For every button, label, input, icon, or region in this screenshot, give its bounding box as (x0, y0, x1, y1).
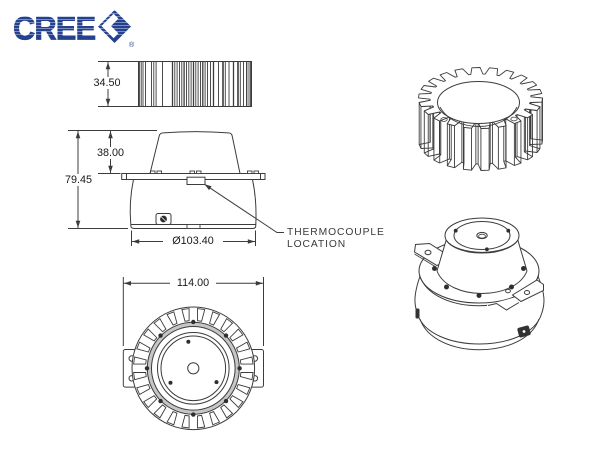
dim-base-diameter: Ø103.40 (163, 235, 223, 247)
registered-mark: ® (128, 42, 135, 49)
view-assembly-3d (413, 217, 545, 351)
cree-logo: CREE ® (13, 9, 135, 49)
dim-dome-height: 38.00 (89, 147, 132, 159)
cree-logo-text: CREE (13, 9, 97, 47)
dim-total-height: 79.45 (57, 174, 100, 186)
view-heatsink-side (98, 61, 252, 107)
dim-heatsink-height: 34.50 (86, 77, 128, 89)
dim-overall-width: 114.00 (170, 277, 216, 289)
thermocouple-block (186, 176, 206, 185)
view-assembly-side (68, 62, 284, 286)
view-bottom (122, 277, 264, 431)
cree-diamond-icon: ® (98, 10, 135, 49)
thermocouple-callout: THERMOCOUPLE LOCATION (287, 226, 385, 251)
view-heatsink-3d (418, 67, 543, 171)
